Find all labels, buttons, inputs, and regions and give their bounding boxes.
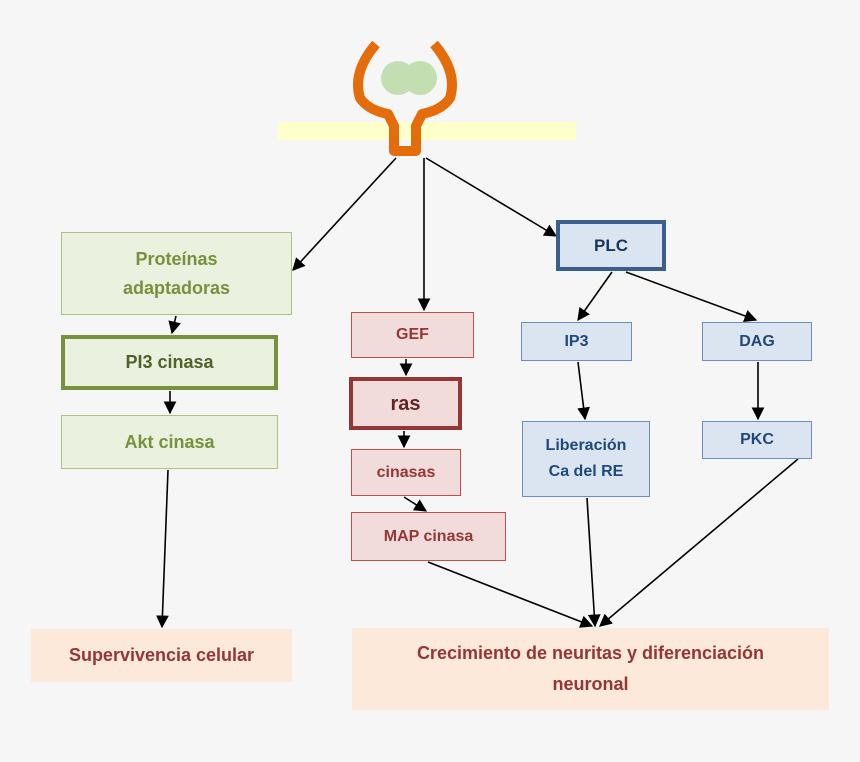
arrow-cinasas-to-map xyxy=(403,496,428,512)
node-akt-cinasa: Akt cinasa xyxy=(61,415,278,469)
arrow-map-to-crecimiento xyxy=(427,561,594,628)
arrow-receptor-to-adaptadoras xyxy=(292,157,397,271)
node-crecimiento-neuritas: Crecimiento de neuritas y diferenciación… xyxy=(352,628,829,710)
node-ras: ras xyxy=(349,377,462,430)
node-ip3: IP3 xyxy=(521,322,632,361)
node-dag: DAG xyxy=(702,322,812,361)
arrow-akt-to-supervivencia xyxy=(156,469,169,629)
arrow-liberacion-to-crecimiento xyxy=(586,497,601,628)
node-map-cinasa: MAP cinasa xyxy=(351,512,506,561)
arrow-pkc-to-crecimiento xyxy=(599,458,799,627)
arrow-ip3-to-liberacion xyxy=(577,361,590,421)
node-pkc: PKC xyxy=(702,421,812,459)
node-plc: PLC xyxy=(556,220,666,271)
arrow-adaptadoras-to-pi3 xyxy=(168,315,181,335)
ligand-icon xyxy=(381,61,437,95)
arrow-plc-to-ip3 xyxy=(577,271,613,322)
node-liberacion-ca: Liberación Ca del RE xyxy=(522,421,650,497)
node-cinasas: cinasas xyxy=(351,449,461,496)
node-pi3-cinasa: PI3 cinasa xyxy=(61,335,278,390)
node-proteinas-adaptadoras: Proteínas adaptadoras xyxy=(61,232,292,315)
cell-membrane xyxy=(278,122,576,140)
receptor-icon xyxy=(353,40,457,156)
node-gef: GEF xyxy=(351,312,474,358)
arrow-plc-to-dag xyxy=(625,271,758,323)
node-supervivencia-celular: Supervivencia celular xyxy=(31,629,292,682)
arrow-receptor-to-plc xyxy=(425,157,558,237)
